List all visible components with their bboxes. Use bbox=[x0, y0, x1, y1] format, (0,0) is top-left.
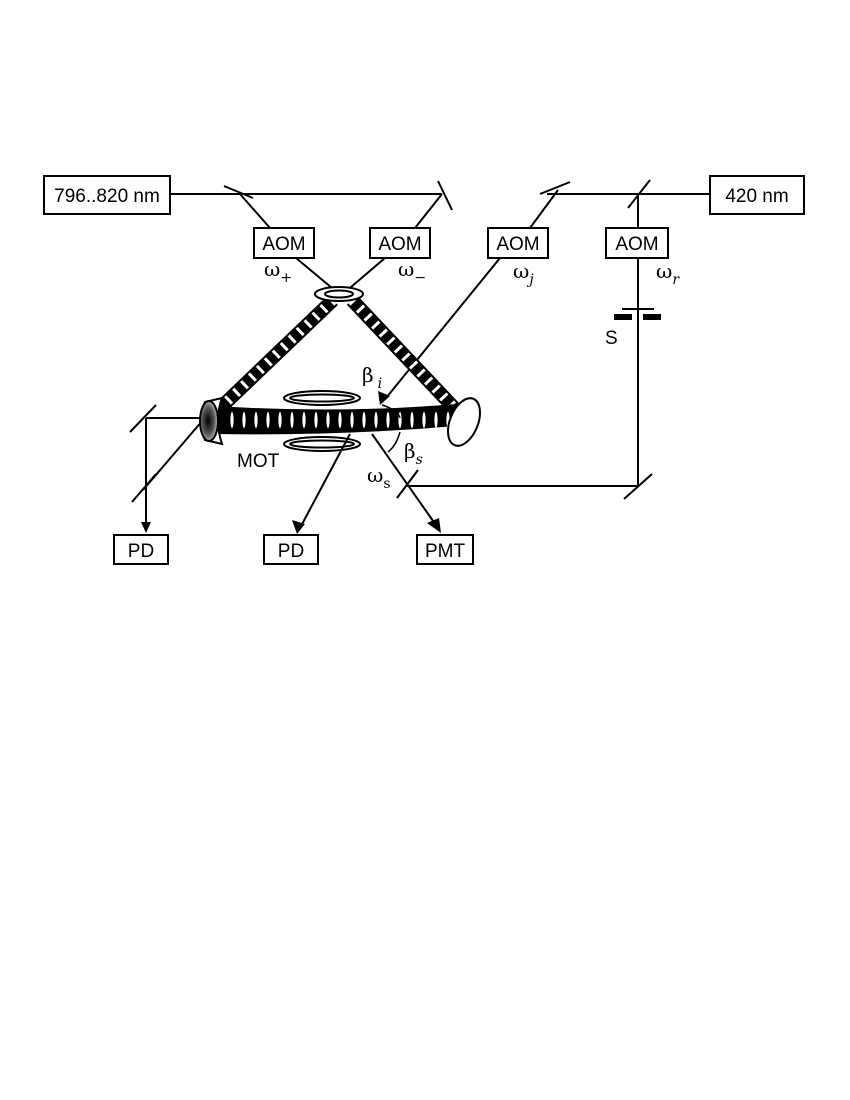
omega-s-symbol: ωs bbox=[367, 463, 391, 492]
mot-coil-top bbox=[283, 390, 361, 406]
pmt-label: PMT bbox=[425, 541, 466, 562]
pd-center-box: PD bbox=[263, 534, 319, 565]
mirror bbox=[131, 473, 157, 503]
pd-left-label: PD bbox=[128, 541, 154, 562]
mot-coil-bottom bbox=[283, 436, 361, 452]
mirror bbox=[539, 181, 571, 195]
laser-420-label: 420 nm bbox=[725, 186, 788, 207]
mirror bbox=[627, 179, 651, 209]
pmt-box: PMT bbox=[416, 534, 474, 565]
omega-minus-symbol: ω− bbox=[398, 257, 426, 286]
omega-plus-symbol: ω+ bbox=[264, 257, 292, 286]
aom-minus-box: AOM bbox=[369, 227, 431, 259]
beam-paths bbox=[142, 189, 710, 529]
aom-minus-label: AOM bbox=[378, 234, 421, 255]
aom-r-box: AOM bbox=[605, 227, 669, 259]
angle-arcs bbox=[381, 404, 401, 453]
mirrors bbox=[129, 179, 653, 503]
laser-796-label: 796..820 nm bbox=[54, 186, 160, 207]
mirror bbox=[623, 473, 653, 500]
pd-center-label: PD bbox=[278, 541, 304, 562]
cavity-beams bbox=[211, 294, 464, 435]
mirror bbox=[437, 180, 453, 211]
standing-wave-pattern bbox=[230, 412, 450, 428]
omega-r-symbol: ωr bbox=[656, 259, 680, 288]
aom-plus-box: AOM bbox=[253, 227, 315, 259]
shutter-label: S bbox=[605, 328, 618, 349]
laser-796-box: 796..820 nm bbox=[43, 175, 171, 215]
mirror bbox=[223, 185, 254, 199]
pd-left-box: PD bbox=[113, 534, 169, 565]
mirror bbox=[129, 404, 157, 433]
boxes: 796..820 nm 420 nm AOM AOM AOM AOM PD P bbox=[43, 175, 805, 565]
aom-j-label: AOM bbox=[496, 234, 539, 255]
aom-j-box: AOM bbox=[487, 227, 549, 259]
aom-r-label: AOM bbox=[615, 234, 658, 255]
mot-coils bbox=[283, 390, 361, 452]
arrowheads bbox=[141, 391, 441, 534]
right-cavity-mirror bbox=[446, 397, 482, 447]
mot-label: MOT bbox=[237, 451, 280, 472]
mirror bbox=[396, 469, 419, 499]
aom-plus-label: AOM bbox=[262, 234, 305, 255]
cavity-mirrors bbox=[199, 286, 482, 447]
beta-s-symbol: βs bbox=[404, 439, 423, 468]
laser-420-box: 420 nm bbox=[709, 175, 805, 215]
omega-j-symbol: ωj bbox=[513, 259, 534, 288]
shutter bbox=[614, 308, 661, 320]
